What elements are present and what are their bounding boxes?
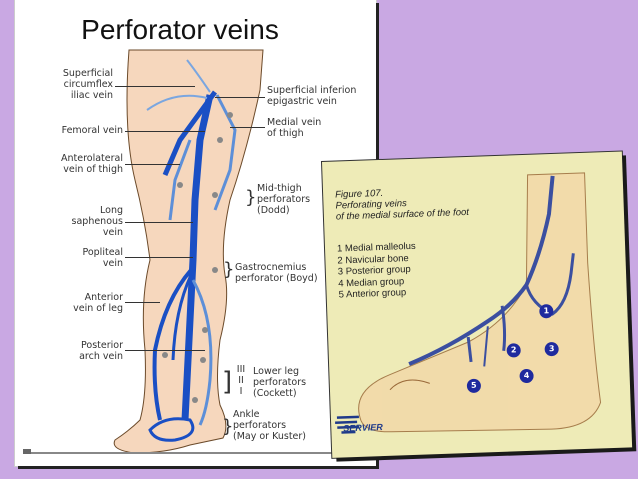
label-line: of thigh [267,128,304,139]
label-anterolateral-vein-of-thigh: Anterolateral vein of thigh [25,153,123,175]
leader-line [115,86,195,87]
leg-vein-branch [152,268,193,421]
foot-vein [466,336,473,363]
figure-legend: 1 Medial malleolus 2 Navicular bone 3 Po… [337,241,418,301]
label-line: (Cockett) [253,388,297,399]
perforator-veins-panel: Perforator veins Superficial circumflex … [15,0,376,466]
foot-vein [408,175,555,366]
label-popliteal-vein: Popliteal vein [25,247,123,269]
label-line: vein [102,258,123,269]
label-line: arch vein [79,351,123,362]
medial-vein-thigh [213,94,237,211]
label-line: perforators [253,377,307,388]
leader-line [215,97,265,98]
label-line: perforator (Boyd) [235,273,318,284]
label-line: (May or Kuster) [233,431,307,442]
label-line: iliac vein [70,90,113,101]
leader-line [230,127,265,128]
label-line: Ankle [233,409,260,420]
bottom-rule [23,449,366,454]
label-anterior-vein-of-leg: Anterior vein of leg [25,292,123,314]
leader-line [125,350,205,351]
label-superficial-inferior-epigastric-vein: Superficial inferion epigastric vein [267,85,377,107]
label-line: Anterolateral [61,153,123,164]
label-line: Mid-thigh [257,183,302,194]
label-line: vein [102,227,123,238]
label-line: I [239,386,243,397]
femoral-vein [162,90,218,176]
label-line: Lower leg [253,366,299,377]
label-line: saphenous [71,216,123,227]
leader-line [125,131,205,132]
label-long-saphenous-vein: Long saphenous vein [25,205,123,238]
label-medial-vein-of-thigh: Medial vein of thigh [267,117,367,139]
label-line: epigastric vein [267,96,337,107]
foot-vein [500,305,507,351]
label-line: (Dodd) [257,205,290,216]
label-line: Popliteal [82,247,123,258]
brace: } [245,187,257,208]
label-mid-thigh-perforators: Mid-thigh perforators (Dodd) [257,183,357,216]
figure-caption: Figure 107. Perforating veins of the med… [335,185,469,223]
label-posterior-arch-vein: Posterior arch vein [25,340,123,362]
label-line: perforators [257,194,311,205]
label-line: vein of leg [73,303,123,314]
label-line: Gastrocnemius [235,262,307,273]
foot-vein [483,326,489,367]
label-line: II [238,375,244,386]
label-line: III [236,364,246,375]
label-line: Posterior [81,340,123,351]
leader-line [125,302,160,303]
label-ankle-perforators: Ankle perforators (May or Kuster) [233,409,343,442]
label-superficial-circumflex-iliac-vein: Superficial circumflex iliac vein [35,68,113,101]
leader-line [125,164,180,165]
long-saphenous-vein [181,94,214,421]
figure-title: Perforator veins [81,14,279,45]
leader-line [125,222,193,223]
anterolateral-vein [168,139,192,221]
label-line: vein of thigh [63,164,123,175]
brace: } [223,259,235,280]
roman-numerals: III II I [234,364,248,397]
label-line: Superficial inferion [267,85,357,96]
label-line: perforators [233,420,287,431]
big-toe [389,379,430,391]
foot-veins-card: Figure 107. Perforating veins of the med… [322,151,633,458]
label-line: Medial vein [267,117,322,128]
foot-vein-loop [148,417,195,442]
label-gastrocnemius-perforator: Gastrocnemius perforator (Boyd) [235,262,345,284]
servier-logo-icon [335,415,360,434]
leg-illustration [113,49,264,454]
foot-outline [358,172,602,433]
label-line: circumflex [63,79,113,90]
superficial-epigastric-vein [186,59,211,93]
label-lower-leg-perforators: Lower leg perforators (Cockett) [253,366,343,399]
label-line: Femoral vein [61,125,123,136]
label-line: Superficial [62,68,113,79]
superficial-circumflex-vein [146,94,208,111]
brace: } [222,416,234,437]
publisher-label: SERVIER [343,422,383,434]
label-femoral-vein: Femoral vein [25,125,123,136]
leg-vein-branch [191,279,213,426]
brace: ] [222,367,233,397]
label-line: Anterior [84,292,123,303]
label-line: Long [100,205,123,216]
leader-line [125,257,193,258]
